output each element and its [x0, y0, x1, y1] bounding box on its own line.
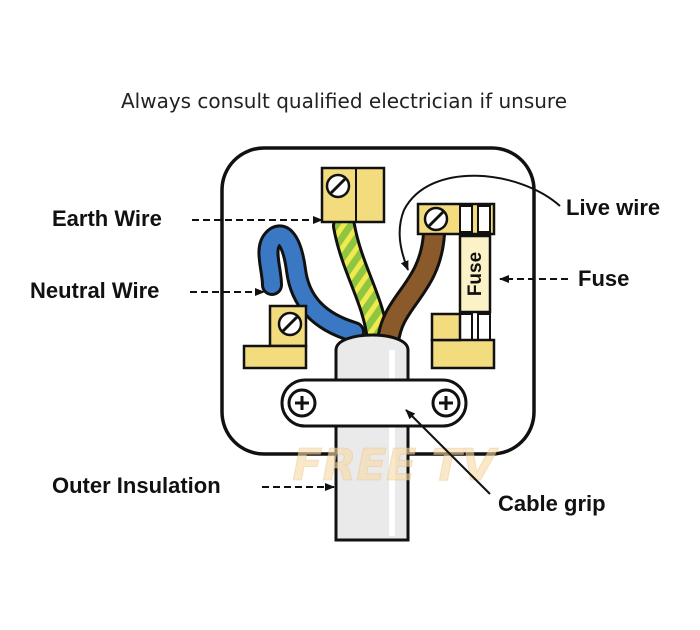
- neutral-terminal: [242, 304, 308, 370]
- label-earth-wire: Earth Wire: [52, 206, 162, 231]
- fuse: Fuse: [458, 234, 492, 314]
- cable-grip: [280, 378, 468, 428]
- label-outer-insulation: Outer Insulation: [52, 473, 221, 498]
- outer-insulation-cable: [334, 333, 410, 542]
- label-cable-grip: Cable grip: [498, 491, 606, 516]
- safety-caption: Always consult qualified electrician if …: [121, 89, 567, 113]
- arrow-cable-grip: [405, 409, 491, 495]
- watermark-logo: FREE TV: [292, 440, 498, 491]
- label-fuse: Fuse: [578, 266, 629, 291]
- fuse-lower-terminal: [430, 312, 496, 370]
- fuse-body-label: Fuse: [465, 252, 486, 296]
- earth-terminal: [320, 166, 386, 224]
- label-live-wire: Live wire: [566, 195, 660, 220]
- arrow-live-wire: [398, 174, 561, 271]
- label-neutral-wire: Neutral Wire: [30, 278, 159, 303]
- live-terminal: [416, 202, 496, 236]
